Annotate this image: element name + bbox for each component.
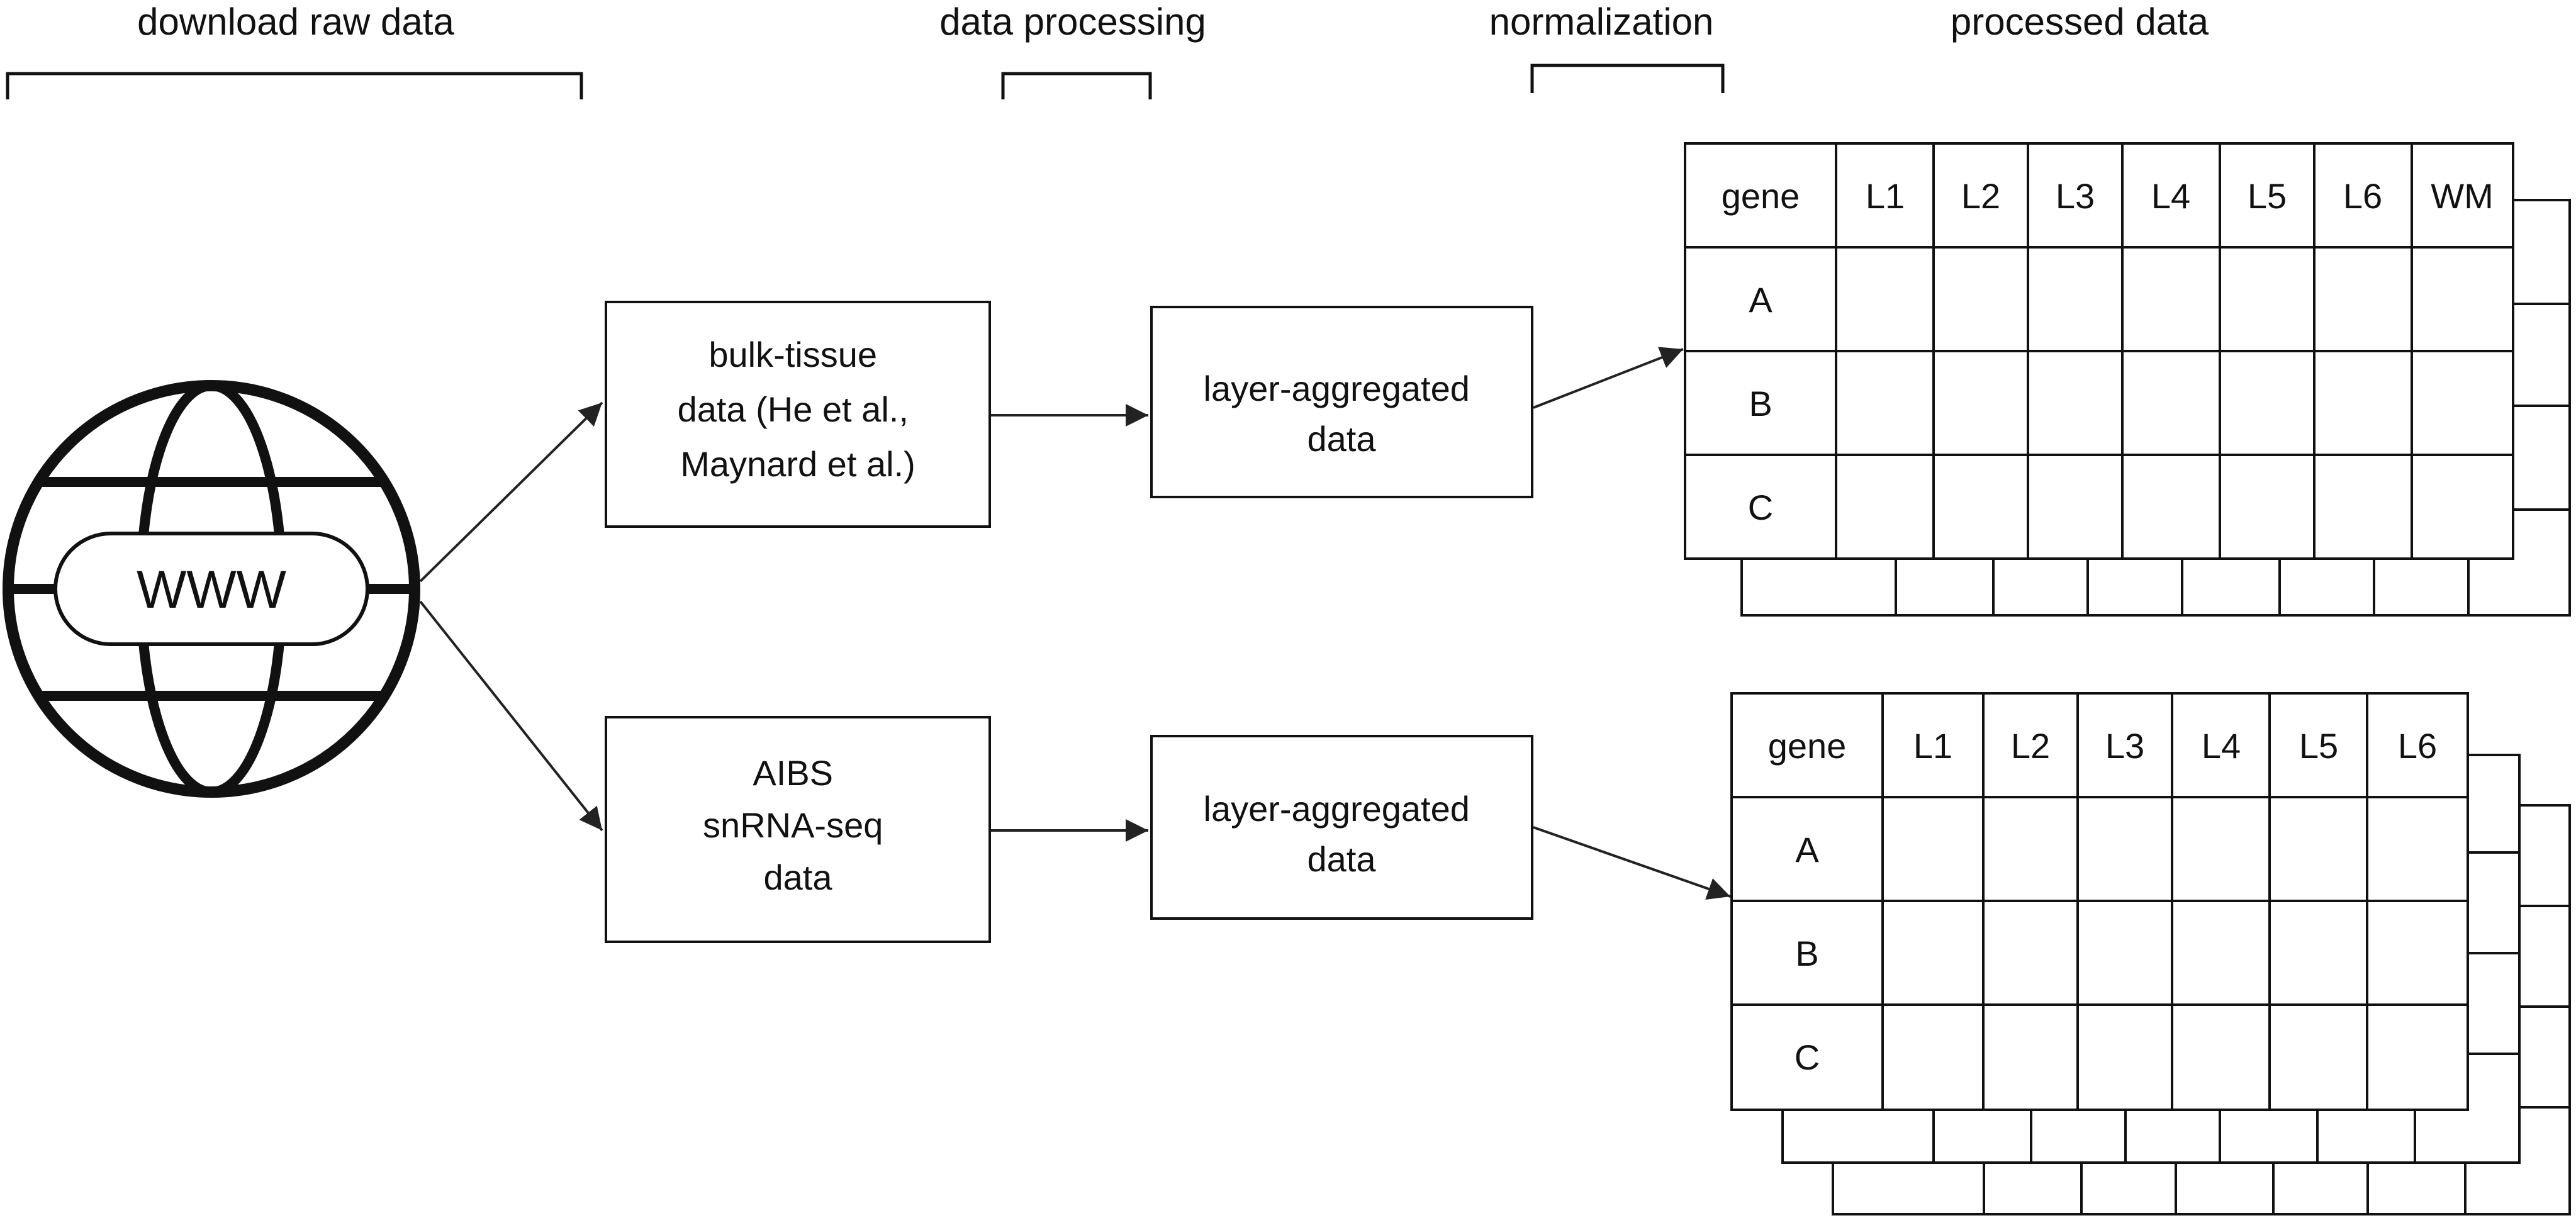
stage-label-download: download raw data bbox=[137, 1, 454, 43]
table-top-header-l5: L5 bbox=[2248, 176, 2287, 216]
bottom-aggregated-line-1: layer-aggregated bbox=[1204, 789, 1470, 829]
table-stack-bottom: gene L1 L2 L3 L4 L5 L6 A B C bbox=[1730, 692, 2571, 1215]
table-bottom-row-c: C bbox=[1795, 1037, 1820, 1077]
arrow-agg-to-table-top bbox=[1533, 347, 1684, 409]
table-bottom-header-gene: gene bbox=[1768, 726, 1847, 766]
www-label: WWW bbox=[137, 560, 286, 619]
table-top-header-l2: L2 bbox=[1961, 176, 2000, 216]
svg-text:layer-aggregated data: layer-aggregated data bbox=[1204, 789, 1480, 879]
top-aggregated-line-2: data bbox=[1308, 419, 1377, 459]
stage-label-processed: processed data bbox=[1951, 1, 2209, 43]
table-bottom-front bbox=[1730, 692, 2469, 1111]
svg-text:bulk-tissue data (He et: bulk-tissue data (He et al., Maynard et … bbox=[678, 335, 919, 484]
bracket-download bbox=[6, 72, 583, 99]
bulk-tissue-line-1: bulk-tissue bbox=[708, 335, 877, 374]
table-top-header-l6: L6 bbox=[2343, 176, 2382, 216]
bracket-processing bbox=[1001, 72, 1152, 99]
table-bottom-row-b: B bbox=[1795, 934, 1818, 973]
bulk-tissue-box: bulk-tissue data (He et al., Maynard et … bbox=[605, 301, 991, 528]
bottom-aggregated-line-2: data bbox=[1308, 839, 1377, 879]
table-bottom-header-l1: L1 bbox=[1913, 726, 1952, 766]
arrow-agg-to-table-bottom bbox=[1533, 826, 1731, 900]
top-aggregated-box: layer-aggregated data bbox=[1150, 306, 1533, 498]
bulk-tissue-line-3: Maynard et al.) bbox=[680, 444, 916, 484]
stage-label-processing: data processing bbox=[939, 1, 1206, 43]
table-bottom-header-l6: L6 bbox=[2398, 726, 2437, 766]
table-stack-top: gene L1 L2 L3 L4 L5 L6 WM A B C bbox=[1684, 142, 2571, 617]
table-bottom-header-l5: L5 bbox=[2299, 726, 2338, 766]
table-top-front bbox=[1684, 142, 2514, 560]
globe-icon: WWW bbox=[3, 380, 420, 798]
table-bottom-header-l4: L4 bbox=[2202, 726, 2241, 766]
bottom-aggregated-box: layer-aggregated data bbox=[1150, 735, 1533, 920]
table-top-header-gene: gene bbox=[1722, 176, 1800, 216]
table-bottom-header-l3: L3 bbox=[2105, 726, 2144, 766]
aibs-line-3: data bbox=[764, 858, 833, 897]
stage-label-normalization: normalization bbox=[1489, 1, 1714, 43]
svg-text:AIBS snRNA-seq dat: AIBS snRNA-seq data bbox=[703, 753, 893, 897]
top-aggregated-line-1: layer-aggregated bbox=[1204, 369, 1470, 408]
aibs-line-2: snRNA-seq bbox=[703, 805, 883, 845]
aibs-box: AIBS snRNA-seq data bbox=[605, 716, 991, 943]
aibs-line-1: AIBS bbox=[753, 753, 833, 793]
arrow-globe-to-aibs bbox=[419, 600, 603, 832]
bulk-tissue-line-2: data (He et al., bbox=[678, 389, 909, 429]
table-top-header-l4: L4 bbox=[2151, 176, 2190, 216]
table-top-row-a: A bbox=[1749, 280, 1772, 320]
arrow-globe-to-bulk bbox=[419, 401, 603, 583]
table-bottom-row-a: A bbox=[1795, 830, 1819, 869]
table-top-header-l1: L1 bbox=[1866, 176, 1905, 216]
bracket-normalization bbox=[1530, 64, 1725, 93]
table-top-row-c: C bbox=[1748, 488, 1773, 527]
table-top-row-b: B bbox=[1749, 384, 1772, 423]
www-pill bbox=[53, 532, 369, 646]
table-top-header-wm: WM bbox=[2431, 176, 2494, 216]
table-top-header-l3: L3 bbox=[2056, 176, 2095, 216]
table-bottom-header-l2: L2 bbox=[2011, 726, 2050, 766]
svg-text:layer-aggregated data: layer-aggregated data bbox=[1204, 369, 1480, 459]
